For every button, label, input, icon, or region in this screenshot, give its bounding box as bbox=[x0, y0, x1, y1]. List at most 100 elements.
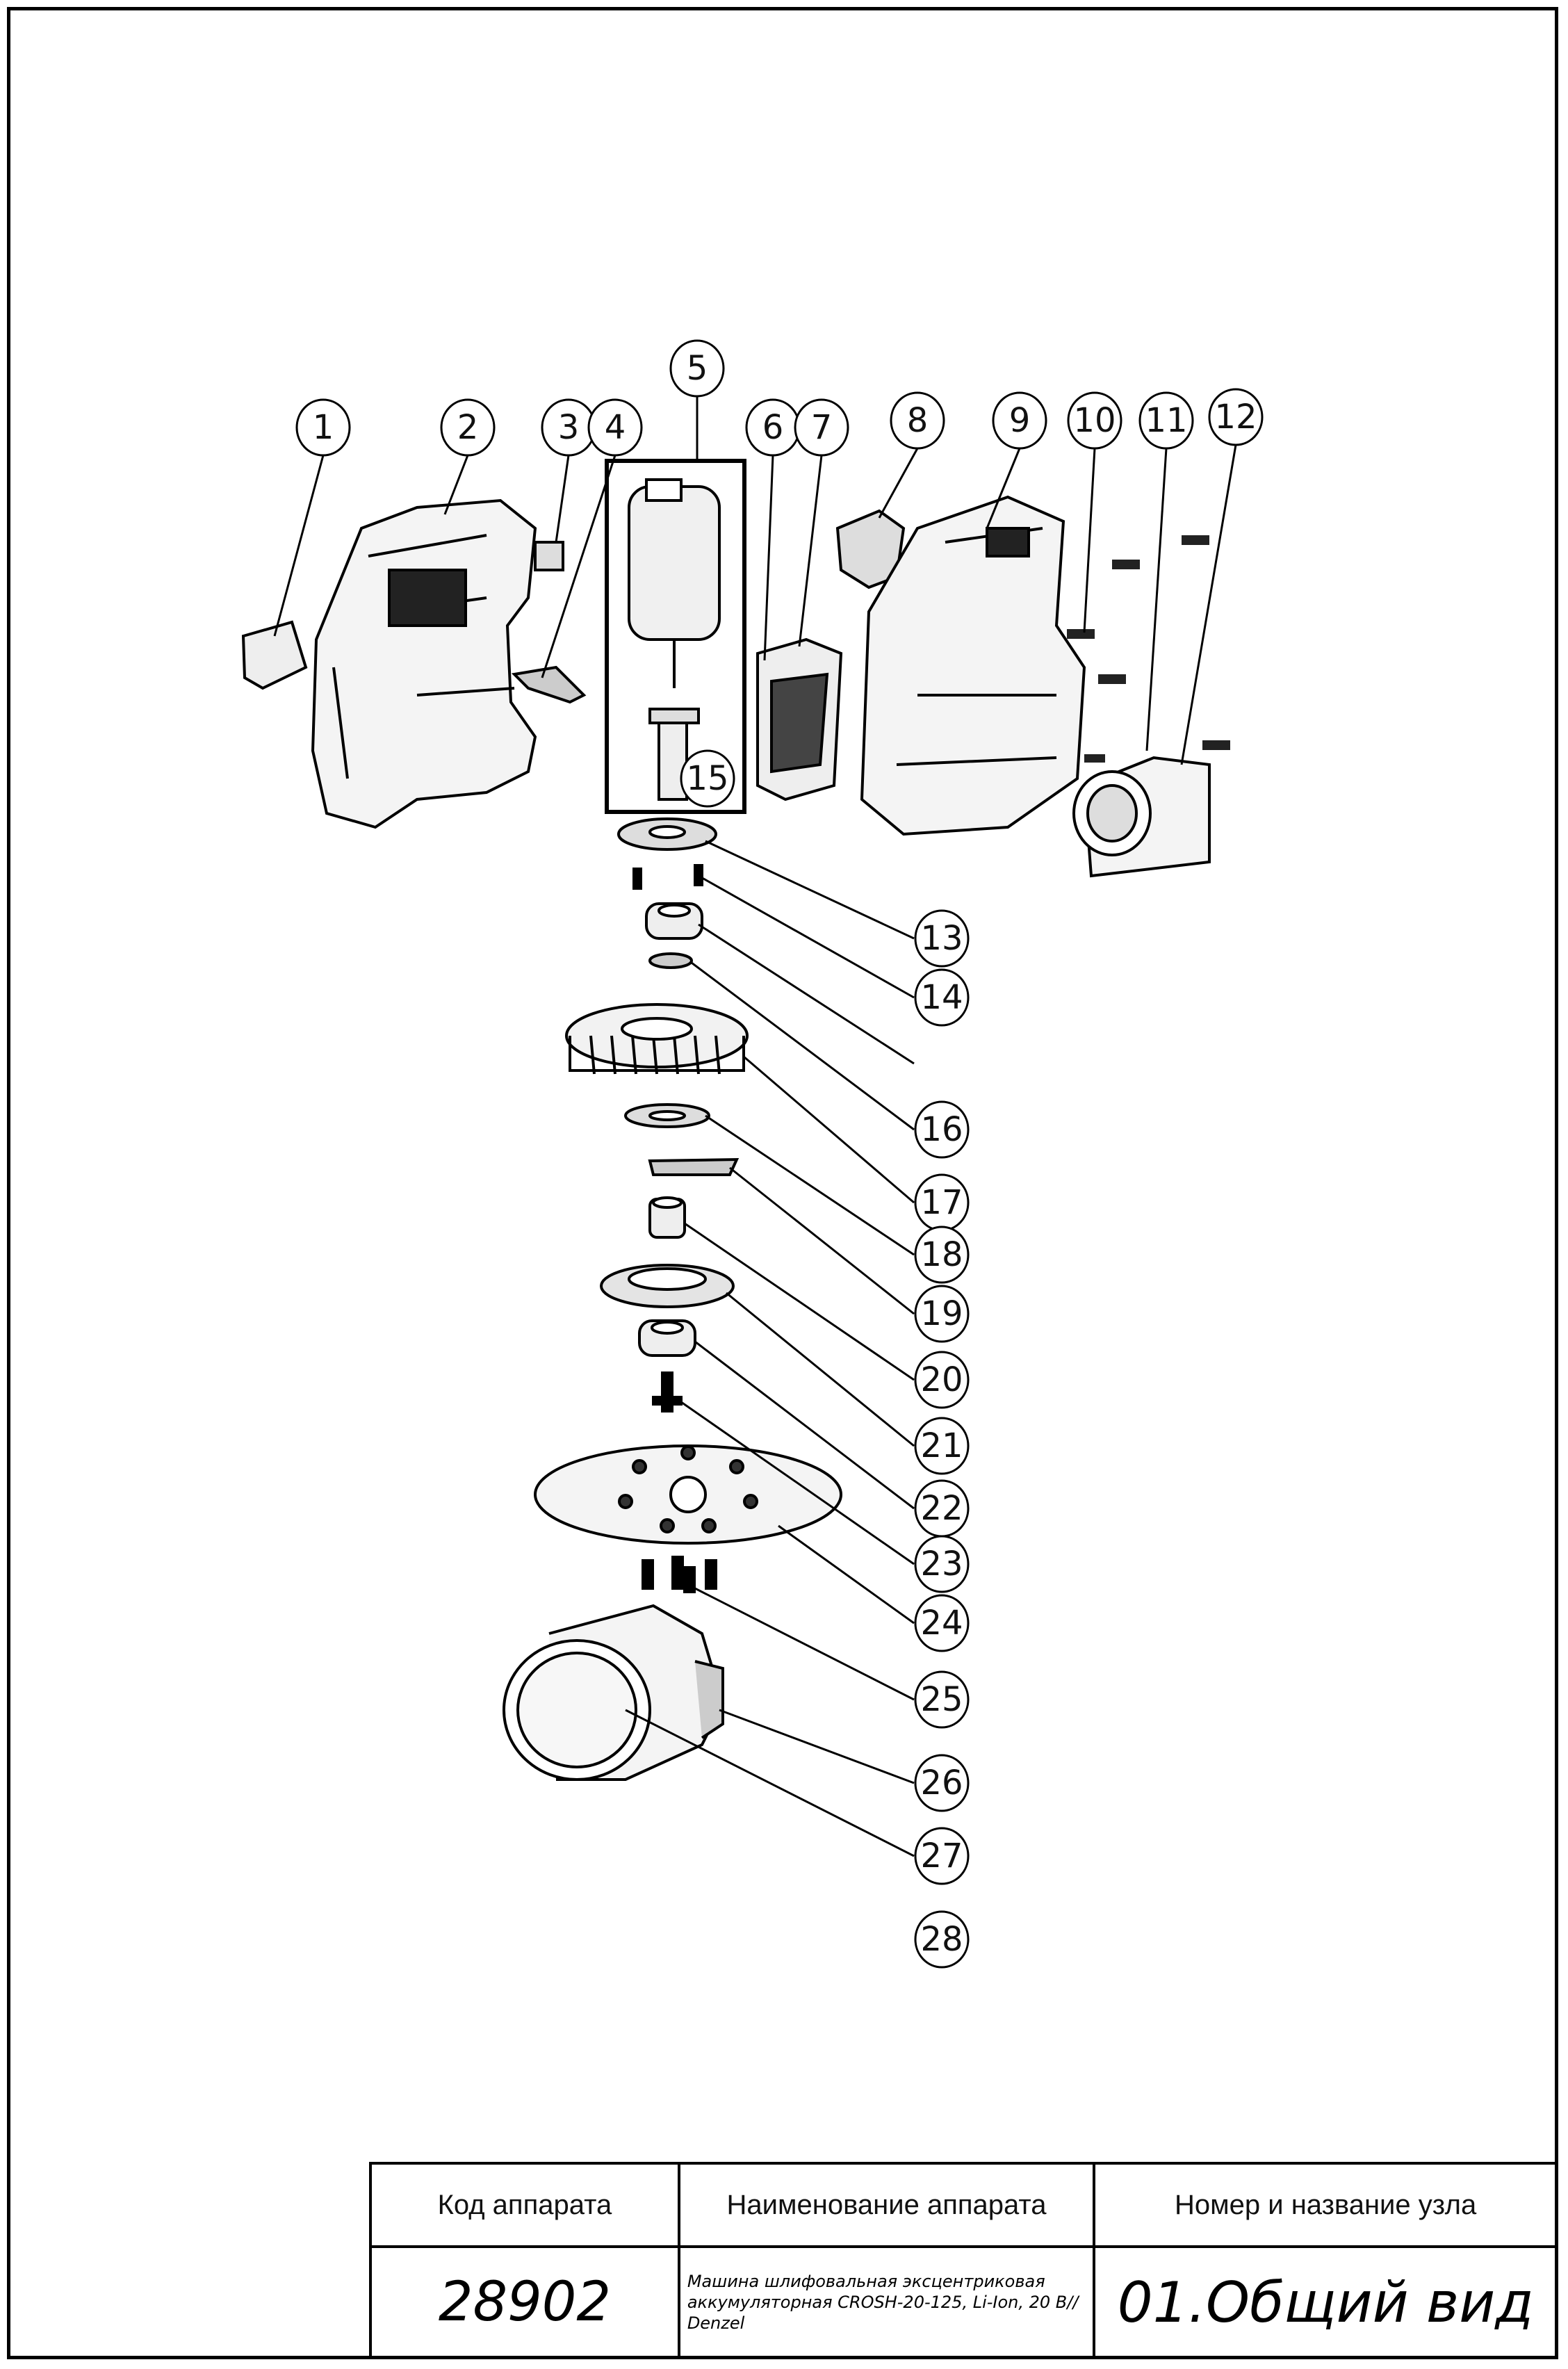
part-4-clip bbox=[511, 665, 587, 704]
callout-15: 15 bbox=[680, 749, 735, 808]
callout-circle bbox=[890, 391, 945, 450]
part-22-bearing-seat bbox=[600, 1264, 735, 1308]
title-block-table: Код аппарата Наименование аппарата Номер… bbox=[369, 2162, 1558, 2359]
callout-circle bbox=[1067, 391, 1122, 450]
callout-21: 21 bbox=[914, 1417, 970, 1475]
callout-number: 28 bbox=[920, 1920, 963, 1959]
callout-28: 28 bbox=[914, 1910, 970, 1969]
callout-20: 20 bbox=[914, 1351, 970, 1409]
callout-13: 13 bbox=[914, 909, 970, 968]
callout-circle bbox=[587, 398, 643, 457]
callout-10: 10 bbox=[1067, 391, 1122, 450]
callout-14: 14 bbox=[914, 968, 970, 1027]
callout-25: 25 bbox=[914, 1670, 970, 1729]
callout-number: 25 bbox=[920, 1680, 963, 1719]
callout-7: 7 bbox=[794, 398, 849, 457]
name-value: Машина шлифовальная эксцентриковая аккум… bbox=[677, 2245, 1096, 2359]
callout-1: 1 bbox=[295, 398, 351, 457]
part-5-motor-frame bbox=[605, 459, 746, 814]
callout-circle bbox=[914, 1910, 970, 1969]
callout-number: 2 bbox=[457, 408, 479, 447]
part-18-fan bbox=[565, 1003, 749, 1075]
callout-circle bbox=[992, 391, 1047, 450]
callout-circle bbox=[680, 749, 735, 808]
callout-circle bbox=[914, 1417, 970, 1475]
callout-2: 2 bbox=[440, 398, 496, 457]
callout-circle bbox=[914, 1827, 970, 1885]
callout-27: 27 bbox=[914, 1827, 970, 1885]
part-25-sanding-pad bbox=[534, 1444, 842, 1545]
callout-6: 6 bbox=[745, 398, 801, 457]
callout-number: 5 bbox=[687, 349, 708, 388]
callout-number: 26 bbox=[920, 1764, 963, 1802]
callout-number: 15 bbox=[686, 759, 728, 798]
callout-9: 9 bbox=[992, 391, 1047, 450]
part-26-screws bbox=[642, 1556, 717, 1593]
part-6-7-battery-plate bbox=[756, 637, 843, 801]
callout-circle bbox=[295, 398, 351, 457]
callout-circle bbox=[1138, 391, 1194, 450]
callout-3: 3 bbox=[541, 398, 596, 457]
callout-number: 16 bbox=[920, 1110, 963, 1149]
part-3-switch bbox=[534, 541, 564, 571]
callout-16: 16 bbox=[914, 1100, 970, 1159]
callout-circle bbox=[794, 398, 849, 457]
part-5-motor bbox=[628, 478, 721, 688]
callout-number: 22 bbox=[920, 1489, 963, 1528]
callout-circle bbox=[914, 1594, 970, 1652]
callout-number: 4 bbox=[605, 408, 626, 447]
callout-11: 11 bbox=[1138, 391, 1194, 450]
callout-circle bbox=[914, 909, 970, 968]
callout-circle bbox=[914, 1351, 970, 1409]
callout-number: 9 bbox=[1009, 401, 1031, 440]
part-20-counterweight bbox=[648, 1157, 740, 1176]
callout-circle bbox=[914, 1670, 970, 1729]
part-13-bracket bbox=[617, 817, 717, 851]
code-value: 28902 bbox=[369, 2245, 680, 2359]
name-header: Наименование аппарата bbox=[677, 2162, 1096, 2248]
callout-number: 13 bbox=[920, 919, 963, 958]
callout-number: 19 bbox=[920, 1294, 963, 1333]
callout-number: 8 bbox=[907, 401, 929, 440]
callout-22: 22 bbox=[914, 1479, 970, 1538]
callout-number: 27 bbox=[920, 1837, 963, 1875]
part-27-28-dust-box bbox=[503, 1604, 725, 1781]
callout-circle bbox=[914, 1226, 970, 1284]
screws-10-11 bbox=[1067, 535, 1230, 763]
callout-circle bbox=[669, 339, 725, 398]
callout-4: 4 bbox=[587, 398, 643, 457]
callout-number: 10 bbox=[1073, 401, 1116, 440]
part-24-screw bbox=[652, 1371, 683, 1413]
callout-number: 21 bbox=[920, 1426, 963, 1465]
node-header: Номер и название узла bbox=[1093, 2162, 1558, 2248]
callout-12: 12 bbox=[1208, 388, 1264, 446]
callout-number: 1 bbox=[313, 408, 334, 447]
callout-number: 18 bbox=[920, 1235, 963, 1274]
callout-number: 17 bbox=[920, 1183, 963, 1222]
callout-19: 19 bbox=[914, 1285, 970, 1343]
callout-circle bbox=[1208, 388, 1264, 446]
callout-number: 11 bbox=[1145, 401, 1187, 440]
callout-26: 26 bbox=[914, 1754, 970, 1812]
part-1-plate bbox=[241, 620, 308, 690]
callout-23: 23 bbox=[914, 1535, 970, 1593]
callout-circle bbox=[914, 1535, 970, 1593]
callout-5: 5 bbox=[669, 339, 725, 398]
callout-8: 8 bbox=[890, 391, 945, 450]
callout-circle bbox=[914, 1100, 970, 1159]
node-value: 01.Общий вид bbox=[1093, 2245, 1558, 2359]
callout-18: 18 bbox=[914, 1226, 970, 1284]
callout-number: 24 bbox=[920, 1604, 963, 1643]
part-17-washer bbox=[648, 952, 693, 969]
callout-number: 23 bbox=[920, 1545, 963, 1584]
part-21-bushing bbox=[648, 1196, 686, 1239]
callout-circle bbox=[914, 1285, 970, 1343]
callout-number: 7 bbox=[811, 408, 833, 447]
callout-24: 24 bbox=[914, 1594, 970, 1652]
leader-lines bbox=[273, 394, 1237, 1857]
part-16-bearing bbox=[645, 902, 703, 940]
callout-circle bbox=[914, 968, 970, 1027]
callout-number: 12 bbox=[1214, 398, 1257, 437]
